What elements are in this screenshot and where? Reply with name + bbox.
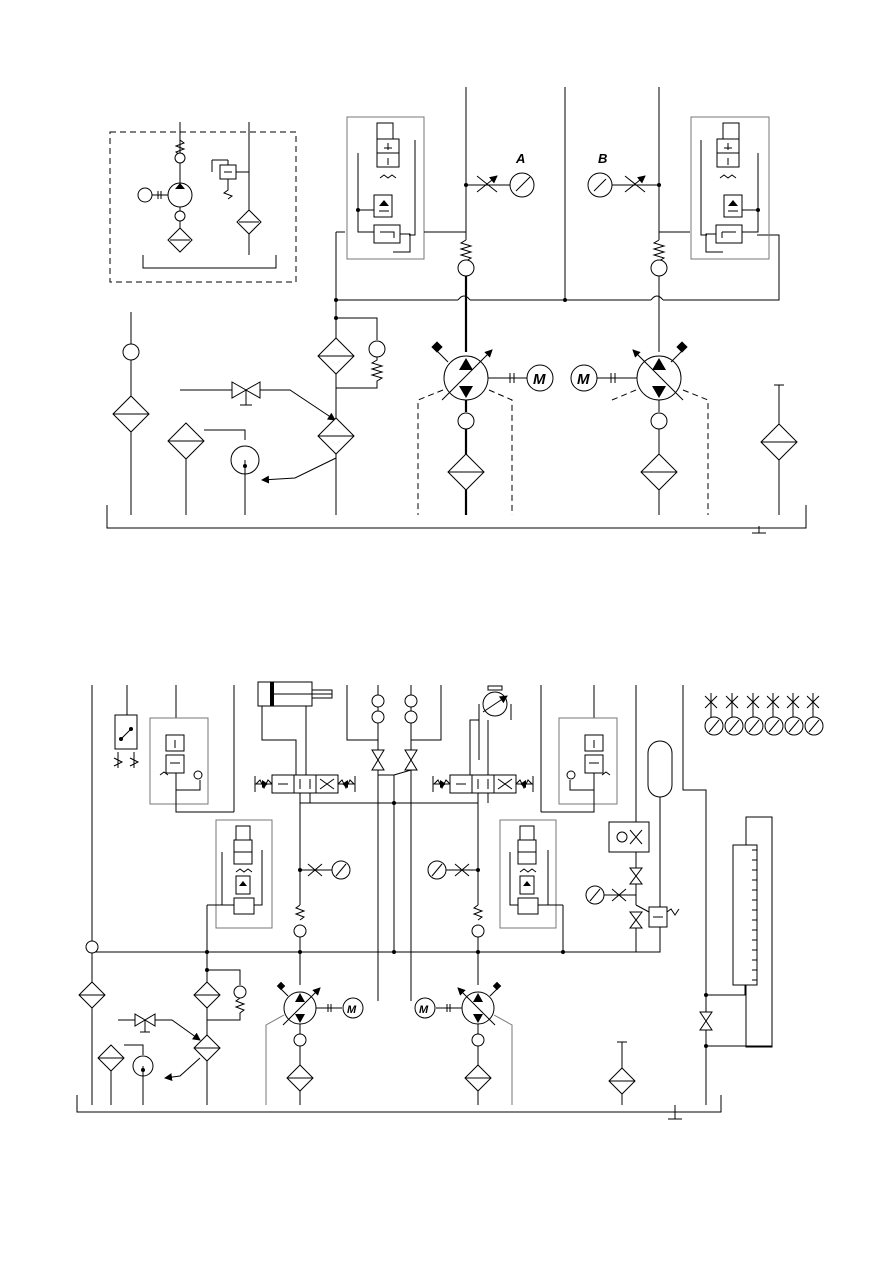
top-main-filter-stack [317, 232, 386, 515]
top-cooling-cluster [167, 381, 336, 515]
top-left-pump-motor: M [417, 341, 554, 515]
bottom-right-pilot-block [558, 717, 618, 805]
bottom-left-valve-block [206, 819, 273, 952]
svg-text:M: M [347, 1004, 357, 1016]
left-directional-valve [254, 774, 394, 804]
top-left-pressure-line: A [424, 87, 535, 352]
gauge-b-label: B [598, 151, 607, 166]
top-left-valve-block [346, 116, 425, 260]
pressure-switch [113, 714, 140, 768]
top-right-motor [570, 364, 598, 392]
top-circuit: A B M [106, 87, 807, 534]
bottom-right-pressure-line [427, 793, 485, 985]
bottom-left-return-column [78, 940, 106, 1009]
bottom-cooling-cluster [97, 952, 247, 1105]
bottom-left-pilot-block [149, 717, 209, 805]
top-bottom-hydraulic-motor [469, 685, 512, 775]
top-right-drain-filter [760, 384, 798, 515]
check-throttle-module [608, 821, 650, 860]
bottom-tank-ground-symbol [668, 1105, 682, 1120]
hydraulic-cylinder [257, 681, 333, 775]
svg-text:M: M [419, 1004, 429, 1016]
accumulator [647, 740, 673, 850]
top-left-motor [526, 364, 554, 392]
top-right-pressure-line: B [587, 87, 690, 352]
bottom-drain-filter [608, 1041, 636, 1105]
top-tank-line [106, 505, 807, 529]
top-right-valve-block [690, 116, 770, 260]
bottom-right-pump-motor: M [414, 981, 513, 1105]
svg-text:M: M [577, 371, 590, 388]
right-directional-valve [394, 774, 534, 804]
bottom-left-pressure-line [293, 793, 351, 985]
accumulator-valves [585, 867, 680, 952]
tank-level-gauge [699, 816, 773, 1048]
inset-power-unit [109, 122, 297, 283]
bottom-right-valve-block [499, 819, 564, 952]
bottom-manifold-line [92, 850, 661, 953]
bottom-right-motor [414, 997, 436, 1019]
bottom-circuit: M M [76, 681, 824, 1120]
bottom-tank-line [76, 1095, 722, 1113]
top-pilot-line [336, 234, 780, 301]
bottom-left-pump-motor: M [265, 981, 364, 1105]
gauge-array [704, 693, 824, 736]
bottom-left-motor [342, 997, 364, 1019]
svg-text:M: M [533, 371, 546, 388]
top-tank-ground-symbol [752, 526, 766, 534]
top-right-pump-motor: M [570, 341, 709, 515]
gauge-a-label: A [515, 151, 525, 166]
top-left-return-column [112, 312, 150, 515]
flow-indicator-column [371, 694, 418, 776]
